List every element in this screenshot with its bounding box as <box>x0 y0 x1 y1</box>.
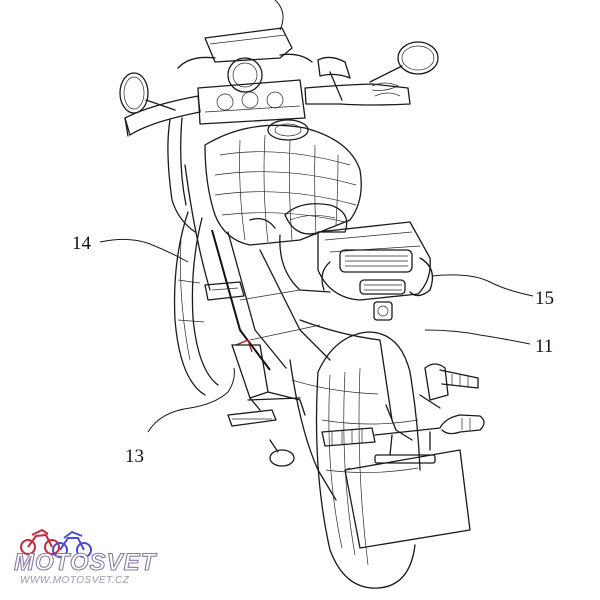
mirrors <box>119 41 439 114</box>
watermark: MOTOSVET WWW.MOTOSVET.CZ <box>13 528 158 586</box>
license-plate <box>344 431 471 549</box>
instrument-cluster <box>197 57 306 125</box>
fuel-tank <box>204 119 362 246</box>
seat-tail <box>279 203 431 301</box>
front-tire <box>173 211 219 396</box>
frame <box>184 164 331 371</box>
callout-13: 13 <box>125 446 144 467</box>
watermark-brand: MOTOSVET <box>14 549 158 576</box>
callout-11: 11 <box>535 336 553 357</box>
swingarm <box>289 319 413 501</box>
reference-numerals: 14 15 11 13 <box>72 233 554 467</box>
leader-lines <box>99 0 534 433</box>
handlebars <box>124 56 411 137</box>
right-footpeg-assembly <box>321 363 485 447</box>
tail-light <box>321 249 434 321</box>
watermark-url: WWW.MOTOSVET.CZ <box>20 575 130 586</box>
callout-14: 14 <box>72 233 92 254</box>
front-fairing <box>167 27 313 233</box>
left-footpeg-assembly <box>227 339 306 467</box>
rear-tire <box>315 331 421 589</box>
callout-15: 15 <box>535 288 554 309</box>
watermark-bikes-logo <box>20 528 92 558</box>
